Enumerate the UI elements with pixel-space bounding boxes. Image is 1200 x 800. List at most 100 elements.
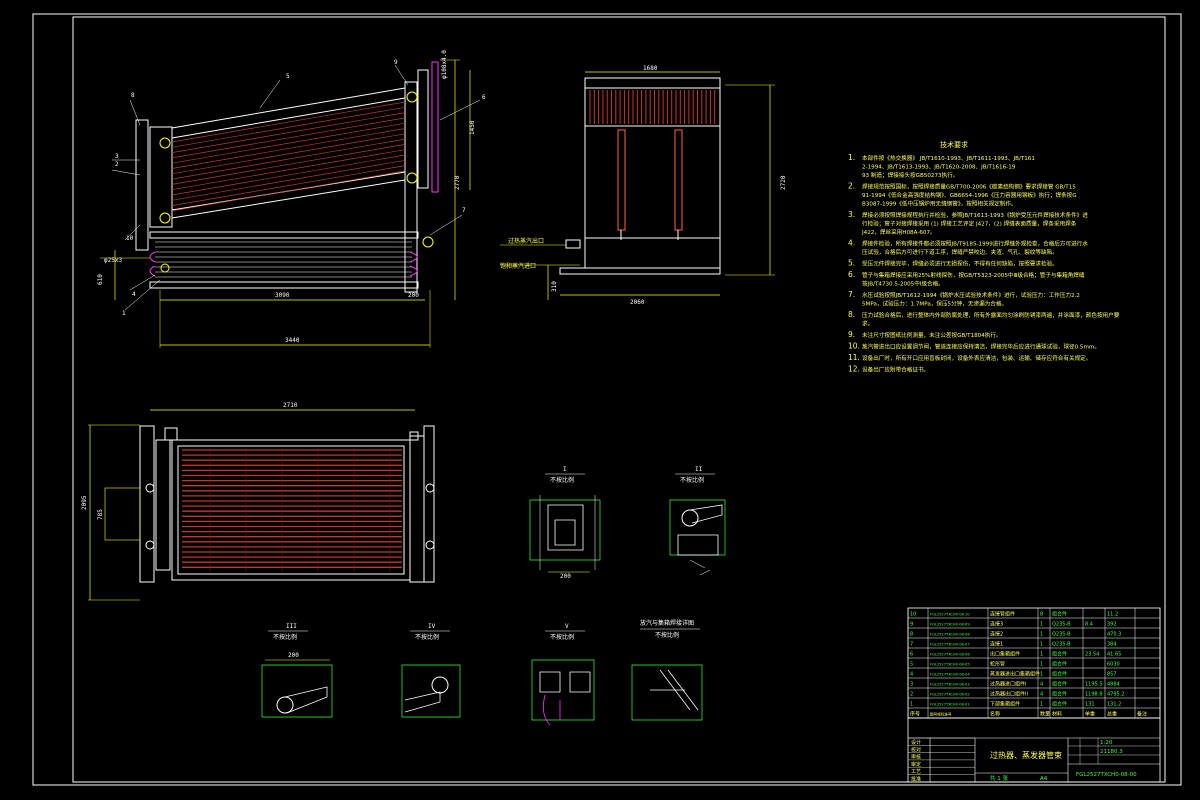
bom-cell: 连接1 [990,641,1003,648]
bom-cell: 名称 [990,711,1000,718]
note-number: 10. [848,342,860,351]
role-label: 批准 [911,776,921,783]
bom-cell: 序号 [910,711,920,718]
bom-cell: 5 [910,662,913,668]
note-item: 12.设备出厂应附带合格证书。 [848,365,929,374]
side-tube-bundle [589,90,716,124]
side-view: 1680 2060 2720 310 过热蒸汽出口 饱和蒸汽进口 [500,65,787,306]
title-block-sheet: 共 1 张 [990,774,1008,782]
balloon-7: 7 [462,207,466,214]
note-item: 11.设备出厂时，所有开口应用盲板封闭，设备外表应清洁，包装、运输、储存应符合有… [848,353,1091,362]
top-dim-height: 2095 [81,495,88,510]
bom-cell: 组合件 [1052,651,1067,658]
note-item: 1.本部件按《热交换器》 JB/T1610-1993、JB/T1611-1993… [848,153,1035,179]
front-tube-bundle [171,101,406,212]
bom-cell: 过热器进口组件I [990,681,1026,688]
detail-IV: IV 不按比例 [401,623,461,718]
front-dim-height: 2770 [454,175,461,190]
note-number: 1. [848,153,855,162]
note-text: 蒸汽管进出口应设置调节阀，管道连接应保持清洁，焊接完毕后应进行通球试验，球径0.… [862,343,1100,351]
balloon-9: 9 [394,59,398,66]
bom-cell: 备注 [1137,711,1147,718]
note-number: 9. [848,330,855,339]
bom-cell: 1 [1040,702,1043,708]
note-item: 9.未注尺寸按图纸比例测量，未注公差按GB/T1804执行。 [848,330,1002,339]
detail-III-title: III [286,623,297,630]
bom-cell: 1198.8 [1085,692,1103,698]
bom-cell: 11.2 [1107,612,1118,618]
note-number: 3. [848,210,855,219]
detail-VI-title: 放汽与集箱焊接详图 [640,619,694,627]
bom-cell: 1 [1040,652,1043,658]
front-dim-main: 3090 [275,292,290,299]
front-bottom-tubes [155,241,412,278]
note-text: J422，焊丝采用H08A-607。 [861,228,936,236]
bom-cell: 出口集箱组件 [990,651,1020,658]
bom-cell: 384 [1107,642,1117,648]
role-label: 审核 [911,754,921,761]
front-dim-total: 3440 [285,337,300,344]
bom-cell: 连接2 [990,631,1003,638]
title-block-drawing-no: FGL2527TXCH0-08-00 [1076,772,1137,778]
note-number: 11. [848,353,860,362]
note-text: 焊接规范按照国标，按照焊接质量GB/T700-2006《碳素结构钢》要求焊接管 … [862,183,1076,191]
note-item: 7.水压试验按照JB/T1612-1994《锅炉水压试验技术条件》进行，试验压力… [848,290,1080,308]
bom-cell: 10 [910,612,916,618]
bom-cell: 下部集箱组件 [990,701,1020,708]
note-item: 8.压力试验合格后，进行整体内外部防腐处理，所有外露面均匀涂刷防锈漆两遍，并涂面… [848,310,1120,328]
balloon-3: 3 [115,153,119,160]
note-text: 受压元件焊接完毕，焊缝必须进行无损探伤，不得有任何缺陷，按照要求检验。 [862,260,1058,268]
detail-I-sub: 不按比例 [550,476,574,484]
bom-cell: 1 [1040,662,1043,668]
bom-cell: 857 [1107,672,1117,678]
title-block-title: 过热器、蒸发器管束 [990,750,1062,760]
bom-cell: 1195.5 [1085,682,1103,688]
bom-cell: Q235-B [1052,632,1071,638]
note-text: 设备出厂应附带合格证书。 [862,366,929,374]
note-number: 6. [848,270,855,279]
balloon-6: 6 [482,94,486,101]
bom-cell: 4 [910,672,913,678]
bom-cell: 8.4 [1085,622,1093,628]
top-view: 2710 2095 785 [81,402,435,601]
technical-requirements: 技术要求 1.本部件按《热交换器》 JB/T1610-1993、JB/T1611… [848,140,1120,374]
detail-II: II 不按比例 [669,466,726,576]
outer-frame [32,13,1182,786]
note-number: 8. [848,310,855,319]
bom-cell: FGL2527TXCH0-08-07 [930,643,970,647]
bom-cell: 数量 [1040,711,1050,718]
balloon-4: 4 [132,291,136,298]
side-dim-left: 310 [551,281,558,292]
note-text: 焊接件检验，所有焊接件都必须按照JB/T9185-1999进行焊缝外观检查，合格… [862,240,1088,248]
detail-VI: 放汽与集箱焊接详图 不按比例 [631,619,703,721]
bom-cell: FGL2527TXCH0-08-02 [930,693,970,697]
note-item: 6.管子与集箱焊接应采用25%射线探伤，按GB/T5323-2005中Ⅲ级合格；… [848,270,1085,288]
detail-IV-title: IV [428,623,436,630]
note-text: 求。 [862,320,873,328]
top-dim-inner: 785 [97,509,104,520]
note-item: 4.焊接件检验，所有焊接件都必须按照JB/T9185-1999进行焊缝外观检查，… [848,239,1088,257]
bom-cell: FGL2527TXCH0-08-10 [930,613,970,617]
bom-cell: FGL2527TXCH0-08-06 [930,653,970,657]
bom-cell: 1 [910,702,913,708]
title-block-weight: 21180.3 [1100,749,1123,755]
detail-IV-sub: 不按比例 [415,633,439,641]
bom-cell: 组合件 [1052,691,1067,698]
detail-V: V 不按比例 [531,623,595,726]
bom-cell: 8 [1040,612,1043,618]
bom-cell: 6030 [1107,662,1120,668]
bom-cell: 蛇形管 [990,661,1005,668]
front-dim-right: 200 [408,292,419,299]
bom-cell: 组合件 [1052,671,1067,678]
bom-cell: 蒸发器进出口集箱组件 [990,671,1040,678]
role-label: 工艺 [911,769,921,775]
note-number: 5. [848,259,855,268]
bom-cell: 2 [910,692,913,698]
note-text: 设备出厂时，所有开口应用盲板封闭，设备外表应清洁，包装、运输、储存应符合有关规定… [862,354,1091,362]
bom-cell: 131.2 [1107,702,1121,708]
note-item: 5. 受压元件焊接完毕，焊缝必须进行无损探伤，不得有任何缺陷，按照要求检验。 [848,259,1058,268]
bom-cell: 4 [1040,682,1043,688]
title-block-scale: 1:20 [1100,740,1113,746]
